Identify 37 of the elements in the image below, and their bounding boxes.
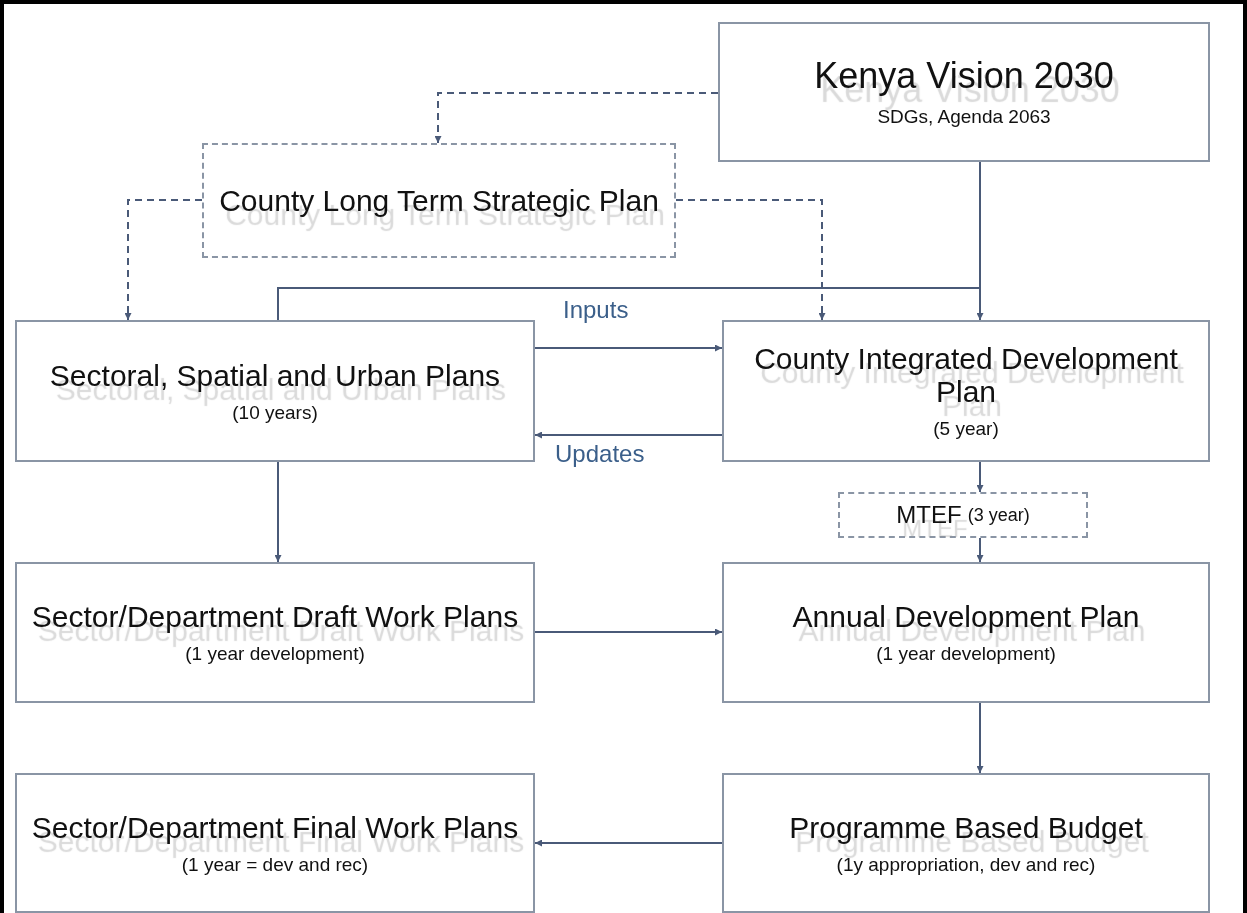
box-title: Sectoral, Spatial and Urban Plans	[48, 358, 502, 392]
arrow	[534, 344, 723, 352]
box-subtitle: (3 year)	[967, 504, 1030, 526]
process-box	[15, 320, 535, 462]
box-title: County Long Term Strategic Plan	[218, 184, 660, 217]
box-subtitle: (10 years)	[232, 401, 318, 424]
box-title: Annual Development Plan	[791, 600, 1141, 633]
dashed-process-box	[202, 143, 676, 258]
process-box	[15, 562, 535, 703]
process-box	[15, 773, 535, 913]
box-subtitle: (1 year development)	[185, 643, 365, 665]
box-subtitle: (1y appropriation, dev and rec)	[836, 853, 1096, 876]
arrow	[274, 461, 282, 563]
box-title: Kenya Vision 2030	[813, 56, 1115, 96]
box-title: Programme Based Budget	[788, 810, 1144, 844]
process-box	[722, 773, 1210, 913]
process-box	[722, 562, 1210, 703]
box-title: Sector/Department Final Work Plans	[30, 810, 520, 844]
arrow	[976, 702, 984, 774]
arrow	[976, 461, 984, 493]
box-title: Sector/Department Draft Work Plans	[30, 600, 520, 633]
box-subtitle: (5 year)	[933, 418, 999, 440]
arrow	[534, 628, 723, 636]
box-subtitle: (1 year = dev and rec)	[181, 853, 369, 876]
dashed-arrow	[675, 199, 826, 321]
arrow	[534, 839, 723, 847]
box-title: MTEF	[896, 501, 962, 529]
process-box	[718, 22, 1210, 162]
box-subtitle: (1 year development)	[876, 643, 1056, 665]
dashed-arrow	[434, 92, 719, 144]
process-box	[722, 320, 1210, 462]
box-subtitle: SDGs, Agenda 2063	[877, 105, 1051, 128]
dashed-arrow	[124, 199, 203, 321]
box-title: County Integrated Development Plan	[753, 342, 1179, 408]
dashed-process-box	[838, 492, 1088, 538]
arrow	[534, 431, 723, 439]
arrow	[976, 537, 984, 563]
